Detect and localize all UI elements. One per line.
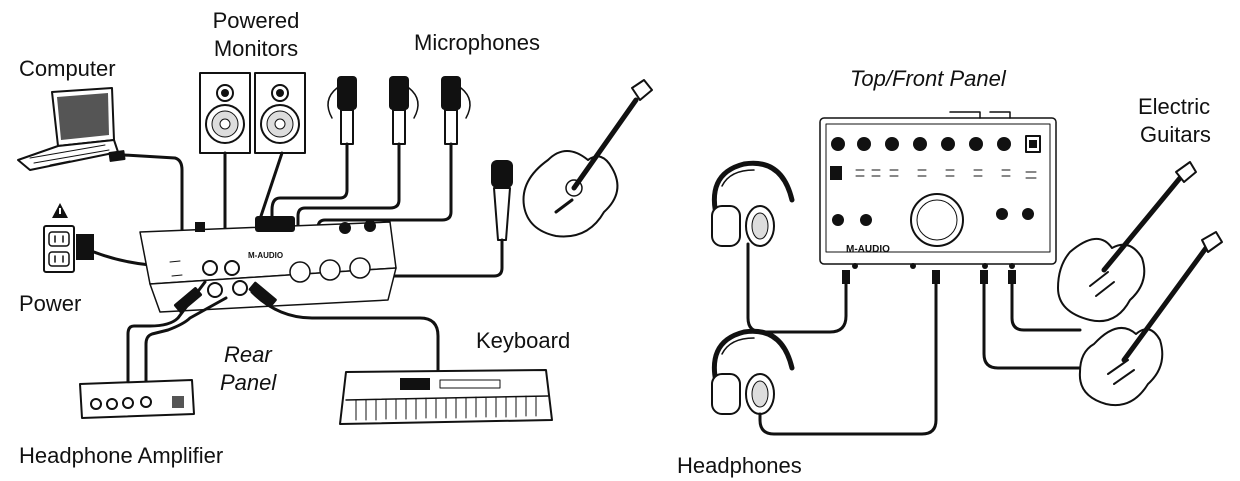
guitar-cables [980, 270, 1082, 370]
microphones-label: Microphones [414, 30, 540, 55]
speaker-monitor-left-icon [199, 72, 251, 154]
audio-interface-front-icon [819, 111, 1057, 269]
power-outlet-icon [43, 225, 162, 273]
headphones-icon [711, 160, 795, 247]
headphone-amp-cables [126, 280, 228, 400]
headphones-cable [758, 270, 940, 436]
power-label: Power [19, 291, 82, 316]
electric-guitars-label-line1: Electric [1138, 94, 1211, 119]
top-front-panel-label: Top/Front Panel [850, 66, 1006, 91]
headphone-amplifier-label: Headphone Amplifier [19, 443, 224, 468]
speaker-monitor-right-icon [254, 72, 306, 154]
rear-panel-label-line2: Panel [220, 370, 277, 395]
electric-guitars-label-line2: Guitars [1140, 122, 1211, 147]
headphones-icon [711, 328, 795, 415]
microphone-icon [316, 76, 471, 234]
dynamic-microphone-icon [383, 160, 513, 278]
headphones-cable [746, 242, 850, 334]
headphone-amplifier-icon [79, 379, 195, 419]
keyboard-icon [339, 369, 553, 425]
rear-panel-label-line1: Rear [224, 342, 272, 367]
microphone-icon [270, 76, 357, 234]
microphone-icon [296, 76, 419, 234]
keyboard-cable [248, 281, 440, 374]
acoustic-guitar-icon [522, 79, 653, 238]
keyboard-label: Keyboard [476, 328, 571, 353]
headphones-label: Headphones [677, 453, 802, 478]
front-brand-label: M-AUDIO [846, 244, 890, 255]
audio-interface-rear-icon [139, 216, 397, 313]
powered-monitors-label-line2: Monitors [213, 36, 299, 61]
computer-label: Computer [19, 56, 116, 81]
bass-guitar-icon [1078, 231, 1223, 406]
laptop-icon [17, 87, 119, 171]
powered-monitors-label-line1: Powered [212, 8, 300, 33]
rear-brand-label: M-AUDIO [248, 251, 283, 260]
warning-icon [52, 203, 68, 218]
electric-guitar-icon [1057, 161, 1197, 322]
